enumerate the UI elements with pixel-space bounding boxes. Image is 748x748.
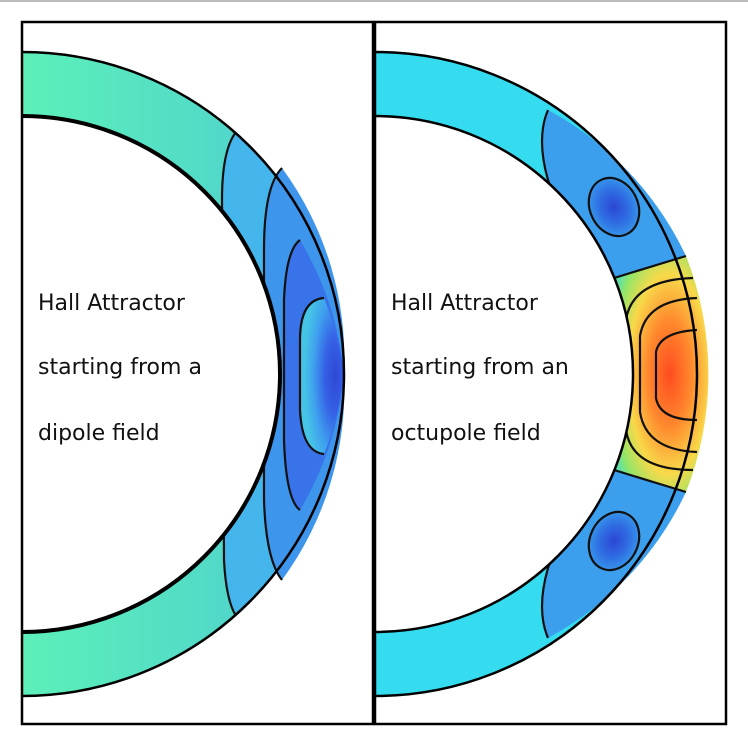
dipole-lobe-core — [300, 298, 344, 454]
dipole-contour-1 — [220, 131, 237, 617]
dipole-inner-boundary — [22, 114, 282, 634]
octupole-upper-core — [588, 177, 640, 237]
dipole-label-line1: Hall Attractor — [38, 291, 186, 316]
octupole-contour-eq-3 — [654, 328, 698, 422]
octupole-panel: Hall Attractor starting from an octupole… — [373, 20, 728, 726]
octupole-contour-eq-2 — [638, 296, 698, 454]
octupole-lower-core — [588, 511, 640, 571]
octupole-label-line1: Hall Attractor — [391, 291, 539, 316]
octupole-outer-boundary — [375, 50, 699, 698]
dipole-contour-3 — [282, 239, 301, 511]
octupole-contour-lower-inner — [587, 510, 641, 572]
octupole-contour-upper-inner — [587, 176, 641, 238]
dipole-label-line2: starting from a — [38, 355, 202, 380]
dipole-outer-boundary — [22, 50, 346, 698]
octupole-label-line2: starting from an — [391, 355, 569, 380]
octupole-panel-frame — [373, 20, 728, 726]
dipole-contour-4 — [298, 296, 325, 456]
dipole-panel: Hall Attractor starting from a dipole fi… — [20, 20, 375, 726]
octupole-equatorial-lobe — [611, 256, 709, 492]
octupole-inner-boundary — [375, 114, 635, 634]
dipole-label-line3: dipole field — [38, 421, 160, 446]
octupole-label-line3: octupole field — [391, 421, 541, 446]
dipole-panel-frame — [20, 20, 375, 726]
